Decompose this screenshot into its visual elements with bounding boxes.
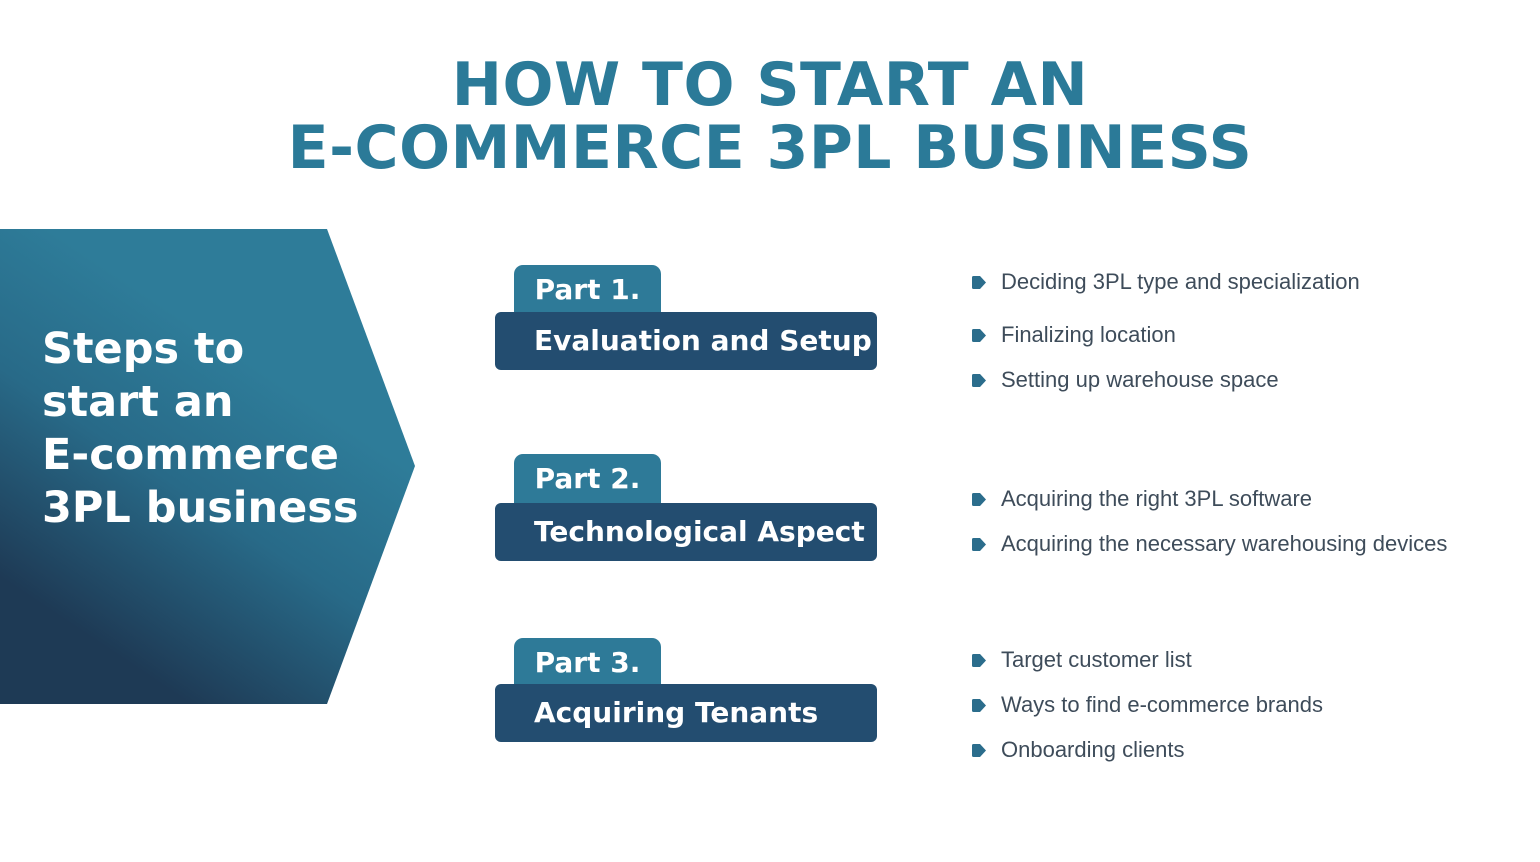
page-title-line-2: E-COMMERCE 3PL BUSINESS <box>287 113 1253 183</box>
list-item-text: Deciding 3PL type and specialization <box>1001 269 1360 294</box>
page-title-line-1: HOW TO START AN <box>451 50 1089 120</box>
list-item: Target customer list <box>968 645 1323 690</box>
part-2-heading: Technological Aspect <box>495 503 877 561</box>
list-item: Acquiring the right 3PL software <box>968 484 1447 529</box>
part-2-tab: Part 2. <box>514 454 661 504</box>
part-1-tab: Part 1. <box>514 265 661 315</box>
list-item-text: Target customer list <box>1001 647 1192 672</box>
bullet-icon <box>972 654 986 667</box>
list-item: Onboarding clients <box>968 735 1323 780</box>
steps-heading-line: 3PL business <box>42 483 359 533</box>
list-item-text: Ways to find e-commerce brands <box>1001 692 1323 717</box>
part-3-list: Target customer list Ways to find e-comm… <box>968 645 1323 780</box>
bullet-icon <box>972 538 986 551</box>
bullet-icon <box>972 374 986 387</box>
bullet-icon <box>972 744 986 757</box>
steps-heading-line: Steps to <box>42 324 245 374</box>
steps-heading-line: start an <box>42 377 234 427</box>
part-1-list: Deciding 3PL type and specialization Fin… <box>968 267 1360 410</box>
list-item: Ways to find e-commerce brands <box>968 690 1323 735</box>
bullet-icon <box>972 276 986 289</box>
part-3-heading: Acquiring Tenants <box>495 684 877 742</box>
list-item: Deciding 3PL type and specialization <box>968 267 1360 312</box>
list-item: Acquiring the necessary warehousing devi… <box>968 529 1447 574</box>
list-item: Finalizing location <box>968 320 1360 365</box>
list-item-text: Acquiring the necessary warehousing devi… <box>1001 531 1448 556</box>
list-item-text: Finalizing location <box>1001 322 1176 347</box>
bullet-icon <box>972 329 986 342</box>
bullet-icon <box>972 493 986 506</box>
steps-hexagon-banner <box>0 229 415 704</box>
steps-heading-line: E-commerce <box>42 430 339 480</box>
bullet-icon <box>972 699 986 712</box>
list-item-text: Acquiring the right 3PL software <box>1001 486 1313 511</box>
part-3-tab: Part 3. <box>514 638 661 688</box>
list-item-text: Onboarding clients <box>1001 737 1185 762</box>
list-item: Setting up warehouse space <box>968 365 1360 410</box>
list-item-text: Setting up warehouse space <box>1001 367 1279 392</box>
part-2-list: Acquiring the right 3PL software Acquiri… <box>968 484 1447 574</box>
steps-heading: Steps to start an E-commerce 3PL busines… <box>42 323 359 535</box>
part-1-heading: Evaluation and Setup <box>495 312 877 370</box>
